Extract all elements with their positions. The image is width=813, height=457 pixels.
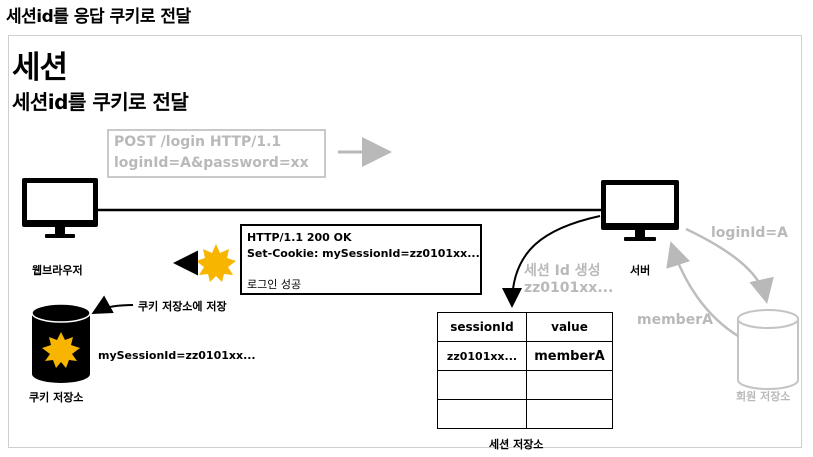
cookie-store-cylinder-icon — [31, 303, 91, 383]
browser-label: 웹브라우저 — [32, 264, 83, 277]
header-value: value — [526, 312, 613, 342]
response-message: 로그인 성공 — [247, 278, 302, 291]
cell-value: memberA — [526, 341, 613, 371]
cookie-value: mySessionId=zz0101xx... — [98, 349, 256, 362]
browser-monitor-icon — [22, 178, 98, 238]
header-session-id: sessionId — [437, 312, 527, 342]
response-status: HTTP/1.1 200 OK — [247, 231, 352, 244]
cell-value — [526, 399, 613, 429]
member-label: memberA — [637, 312, 713, 328]
slide-subtitle: 세션id를 쿠키로 전달 — [12, 90, 189, 114]
cookie-save-label: 쿠키 저장소에 저장 — [138, 300, 227, 313]
response-box — [240, 224, 482, 295]
cell-session-id — [437, 370, 527, 400]
table-row — [437, 399, 613, 429]
request-line-2: loginId=A&password=xx — [114, 155, 309, 171]
login-id-arrow — [685, 227, 774, 304]
cell-session-id: zz0101xx... — [437, 341, 527, 371]
session-create-label: 세션 Id 생성 — [524, 263, 601, 279]
server-label: 서버 — [630, 264, 651, 277]
cookie-sun-icon — [196, 244, 236, 282]
member-store-cylinder-icon — [737, 309, 799, 390]
session-store-table: sessionId value zz0101xx... memberA — [437, 312, 613, 429]
request-line-1: POST /login HTTP/1.1 — [114, 134, 282, 150]
table-row — [437, 370, 613, 400]
cell-session-id — [437, 399, 527, 429]
request-box — [107, 129, 326, 178]
table-header-row: sessionId value — [437, 312, 613, 342]
cell-value — [526, 370, 613, 400]
slide-title: 세션 — [12, 50, 68, 86]
session-store-label: 세션 저장소 — [489, 438, 544, 451]
login-id-label: loginId=A — [711, 225, 788, 241]
cookie-store-label: 쿠키 저장소 — [29, 391, 84, 404]
member-arrow — [666, 241, 739, 338]
session-create-id: zz0101xx... — [524, 280, 614, 296]
member-store-label: 회원 저장소 — [736, 390, 791, 403]
cookie-save-arrow — [91, 295, 134, 314]
session-create-arrow — [502, 215, 601, 308]
table-row: zz0101xx... memberA — [437, 341, 613, 371]
page-heading: 세션id를 응답 쿠키로 전달 — [6, 7, 191, 27]
server-monitor-icon — [601, 180, 679, 241]
slide-frame — [8, 35, 802, 448]
response-set-cookie: Set-Cookie: mySessionId=zz0101xx... — [247, 247, 480, 260]
